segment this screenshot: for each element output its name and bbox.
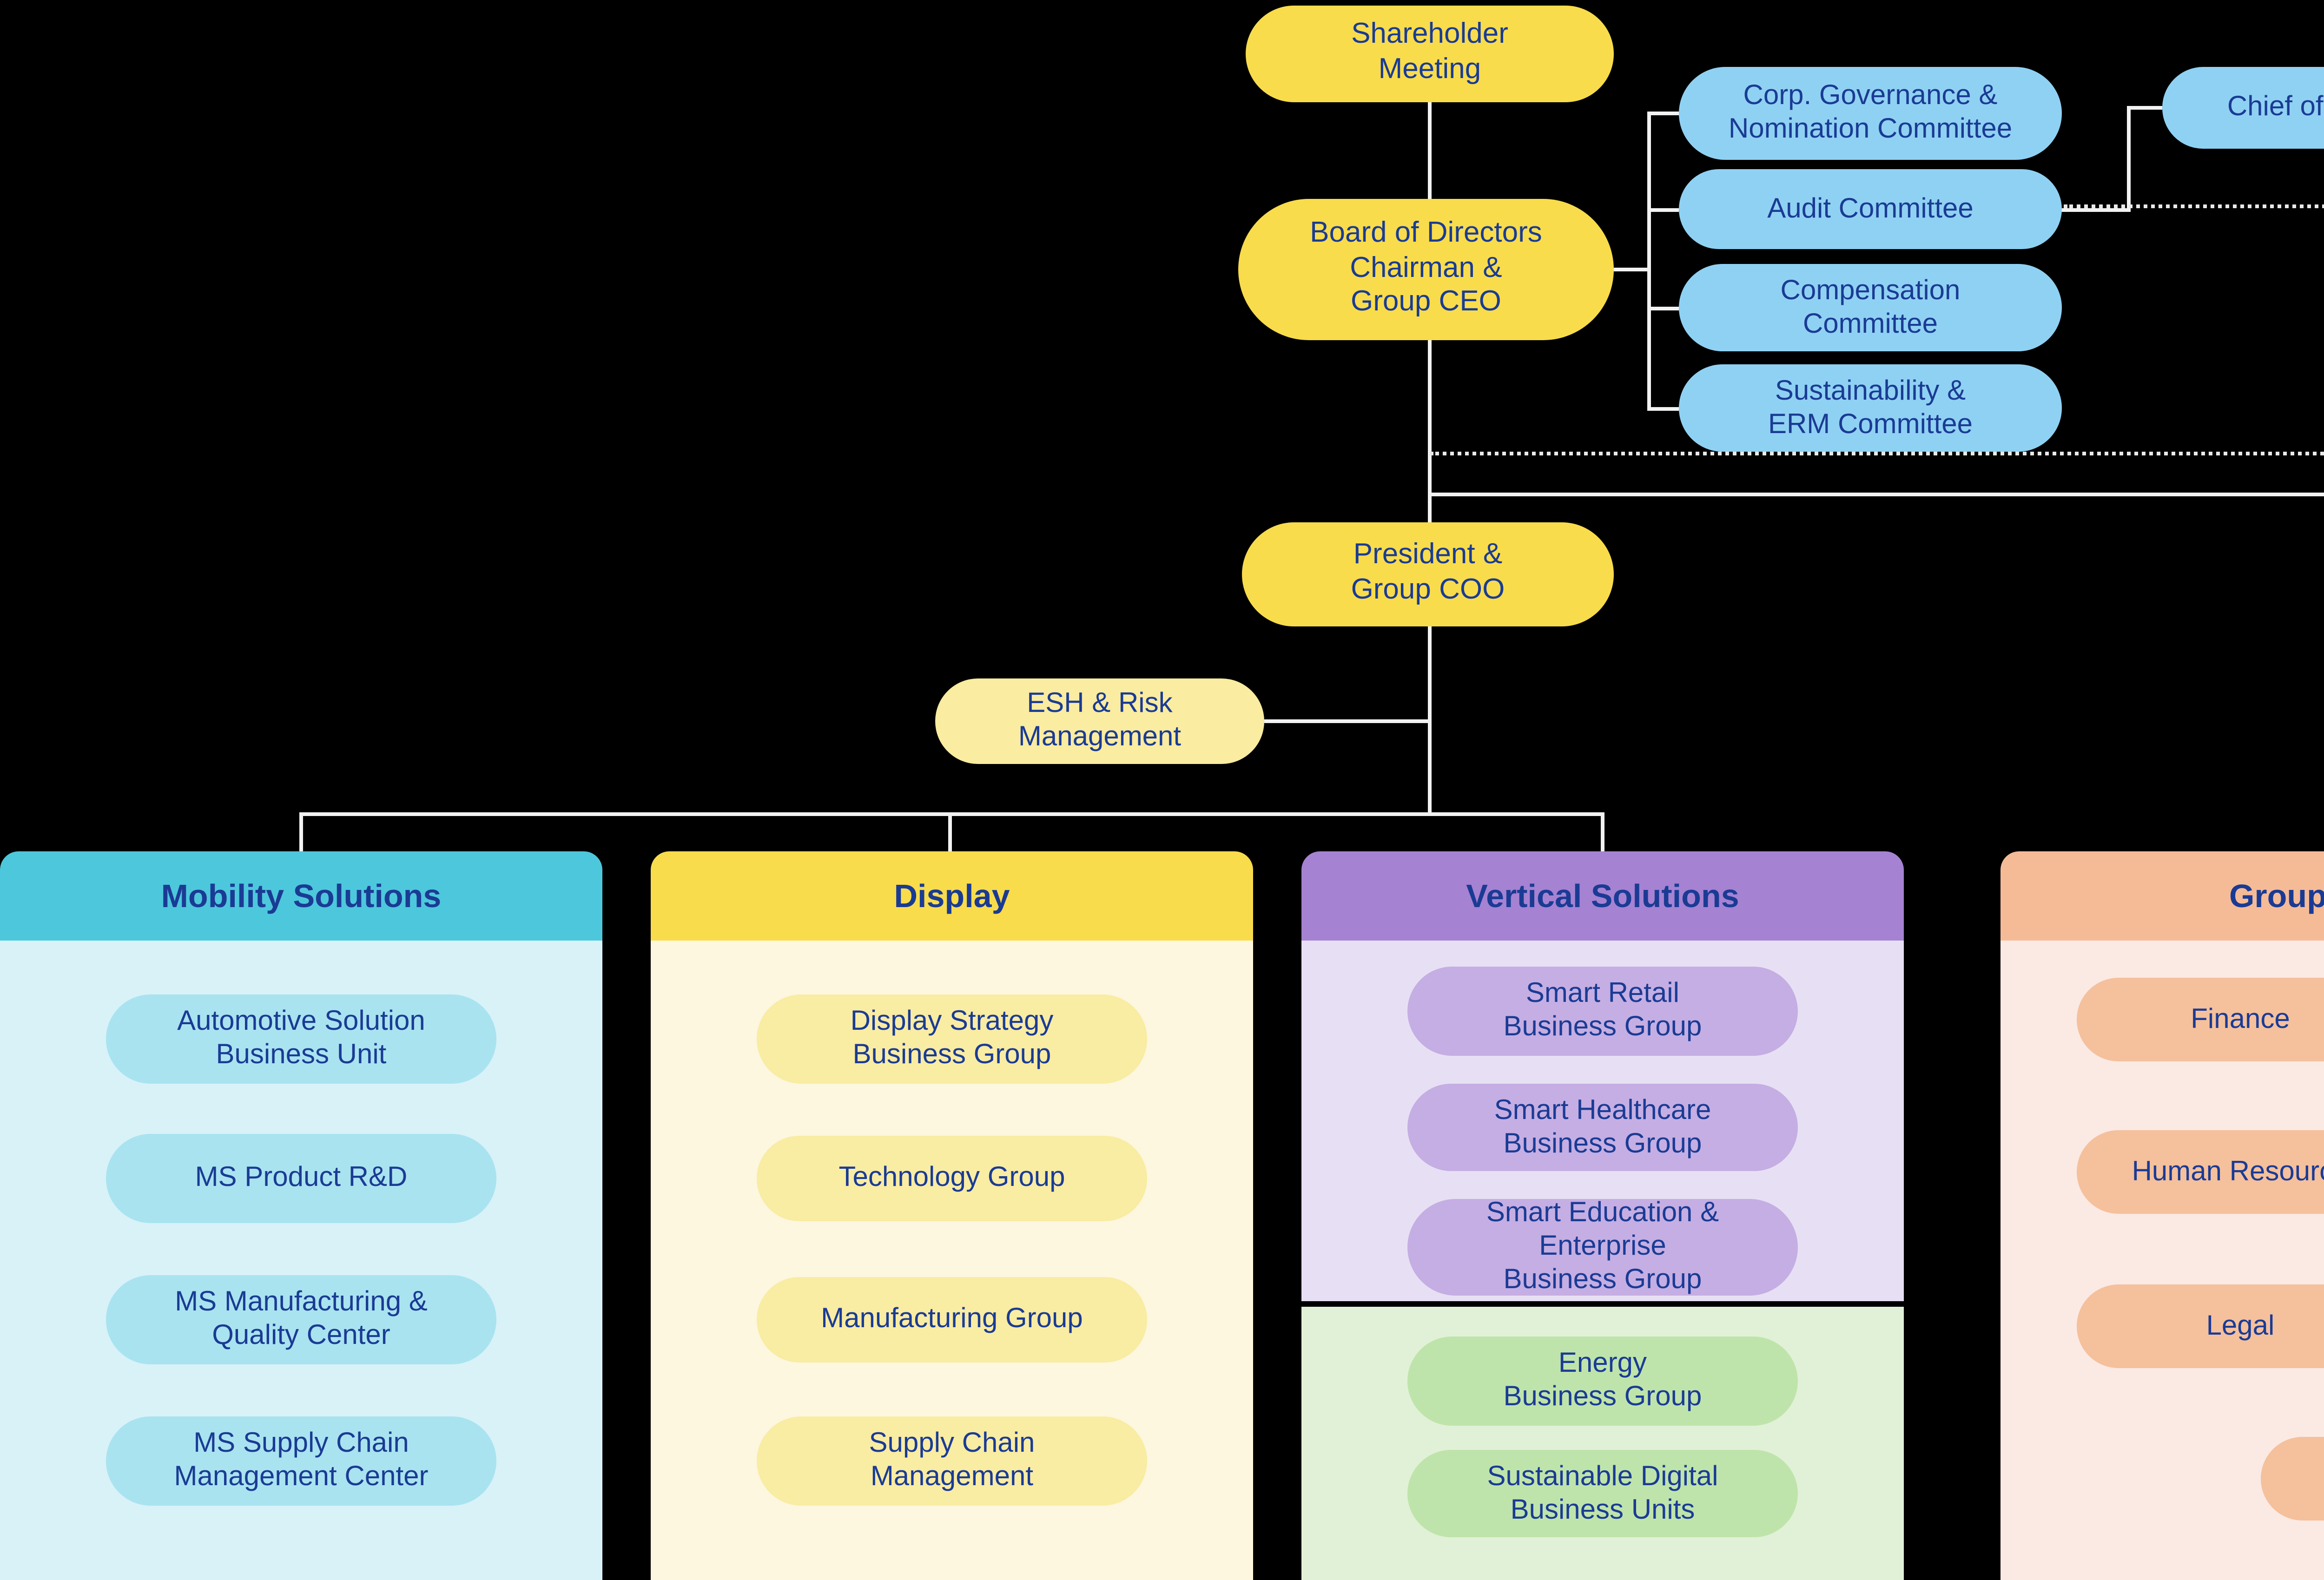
connector-to-compensation — [1647, 307, 1679, 310]
node-president-group-coo: President & Group COO — [1242, 522, 1614, 626]
node-energy-bg: Energy Business Group — [1407, 1336, 1798, 1426]
node-human-resource: Human Resource — [2077, 1130, 2324, 1214]
connector-audit-chief-vertical — [2127, 106, 2131, 208]
node-ms-product-rd: MS Product R&D — [106, 1134, 496, 1223]
connector-drop-vertical-solutions — [1601, 812, 1604, 851]
node-committee-sustainability-erm: Sustainability & ERM Committee — [1679, 364, 2062, 452]
panel-header-vertical-solutions: Vertical Solutions — [1301, 851, 1904, 941]
node-auditing: Auditing — [2261, 1437, 2324, 1521]
connector-board-president — [1428, 338, 1432, 524]
panel-header-display: Display — [651, 851, 1253, 941]
node-smart-education-enterprise-bg: Smart Education & Enterprise Business Gr… — [1407, 1197, 1798, 1296]
dotted-chief-to-board-line — [1430, 452, 2324, 455]
connector-to-audit — [1647, 208, 1679, 212]
node-display-strategy-bg: Display Strategy Business Group — [757, 994, 1147, 1084]
node-finance: Finance — [2077, 978, 2324, 1061]
node-board-of-directors: Board of Directors Chairman & Group CEO — [1238, 199, 1614, 340]
connector-committee-bracket — [1647, 112, 1651, 409]
connector-to-chief — [2127, 106, 2162, 110]
connector-drop-mobility — [299, 812, 303, 851]
connector-president-down — [1428, 625, 1432, 814]
panel-header-group-infrastructure: Group Infrastructure Unit — [2000, 851, 2324, 941]
node-ms-supply-chain: MS Supply Chain Management Center — [106, 1416, 496, 1506]
dotted-audit-to-edge — [2064, 204, 2324, 208]
panel-header-mobility-solutions: Mobility Solutions — [0, 851, 602, 941]
connector-to-corp-governance — [1647, 112, 1683, 115]
connector-drop-display — [948, 812, 952, 851]
node-ms-manufacturing-quality: MS Manufacturing & Quality Center — [106, 1275, 496, 1364]
node-committee-audit: Audit Committee — [1679, 169, 2062, 249]
connector-board-committees — [1614, 268, 1647, 271]
node-sustainable-digital-bu: Sustainable Digital Business Units — [1407, 1450, 1798, 1537]
connector-esh — [1264, 719, 1428, 723]
connector-to-sustainability — [1647, 407, 1679, 411]
node-technology-group: Technology Group — [757, 1136, 1147, 1221]
node-chief-of-compliance: Chief of Compliance — [2162, 67, 2324, 149]
node-smart-healthcare-bg: Smart Healthcare Business Group — [1407, 1084, 1798, 1171]
node-committee-corp-governance: Corp. Governance & Nomination Committee — [1679, 67, 2062, 160]
node-automotive-solution-bu: Automotive Solution Business Unit — [106, 994, 496, 1084]
node-committee-compensation: Compensation Committee — [1679, 264, 2062, 351]
connector-giu-horizontal — [1428, 493, 2324, 496]
node-esh-risk-management: ESH & Risk Management — [935, 678, 1264, 764]
node-legal: Legal — [2077, 1284, 2324, 1368]
node-supply-chain-management: Supply Chain Management — [757, 1416, 1147, 1506]
node-smart-retail-bg: Smart Retail Business Group — [1407, 967, 1798, 1056]
connector-audit-right — [2060, 208, 2131, 212]
connector-shareholder-board — [1428, 100, 1432, 201]
node-manufacturing-group: Manufacturing Group — [757, 1277, 1147, 1363]
node-shareholder-meeting: Shareholder Meeting — [1246, 6, 1614, 102]
